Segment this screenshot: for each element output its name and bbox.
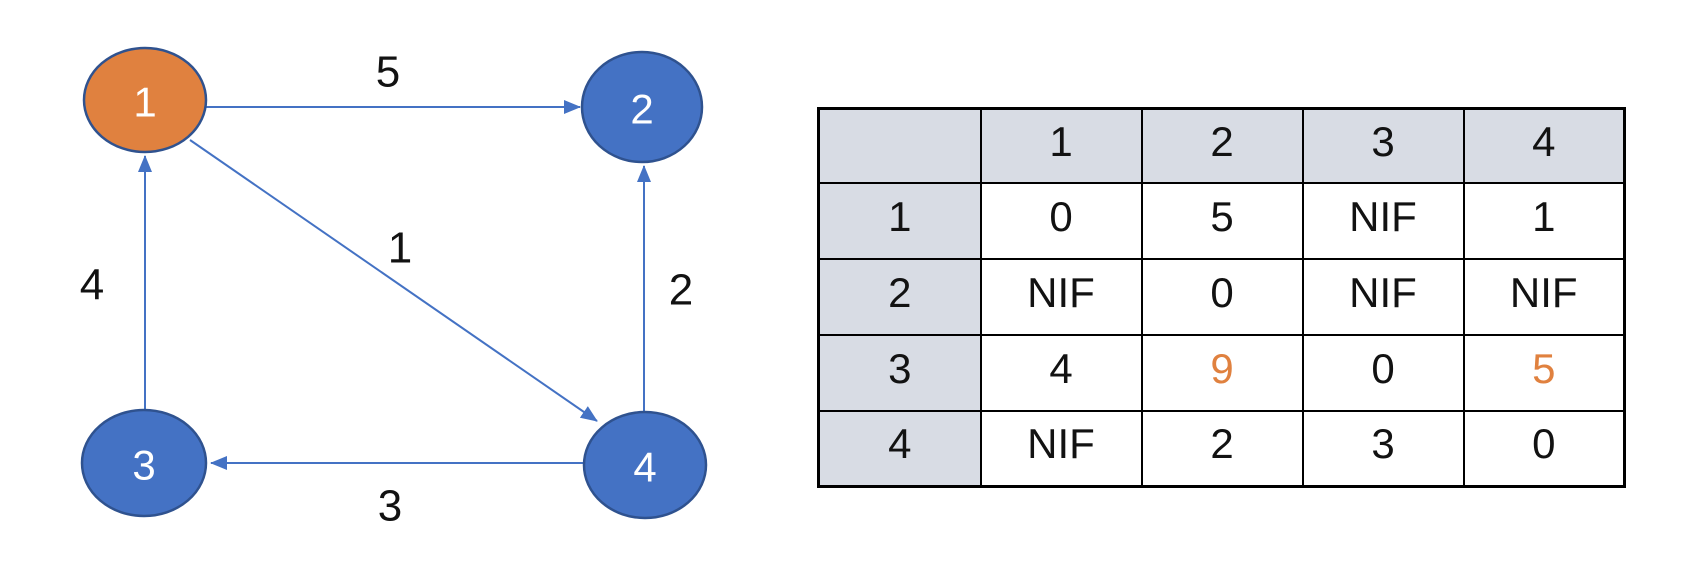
matrix-cell-2-2: 0 bbox=[1140, 257, 1304, 336]
matrix-col-header: 3 bbox=[1301, 107, 1465, 184]
edge-weight-4-2: 2 bbox=[669, 266, 693, 315]
matrix-cell-2-3: NIF bbox=[1301, 257, 1465, 336]
matrix-row-header: 1 bbox=[817, 181, 982, 260]
matrix-cell-3-3: 0 bbox=[1301, 333, 1465, 412]
graph-node-3 bbox=[80, 408, 208, 518]
graph-node-label-1: 1 bbox=[133, 79, 156, 126]
matrix-col-header: 4 bbox=[1462, 107, 1626, 184]
matrix-row-header: 4 bbox=[817, 409, 982, 488]
edge-weight-3-1: 4 bbox=[80, 261, 104, 310]
edge-weight-4-3: 3 bbox=[378, 482, 402, 531]
matrix-row-1: 1 0 5 NIF 1 bbox=[817, 181, 1626, 260]
graph-node-2 bbox=[580, 50, 704, 164]
graph-node-label-3: 3 bbox=[132, 442, 155, 489]
graph-canvas: 5 4 1 2 3 1 2 3 4 bbox=[80, 46, 708, 531]
matrix-cell-2-4: NIF bbox=[1462, 257, 1626, 336]
matrix-header-row: 1 2 3 4 bbox=[817, 107, 1626, 184]
matrix-row-4: 4 NIF 2 3 0 bbox=[817, 409, 1626, 488]
matrix-row-header: 2 bbox=[817, 257, 982, 336]
matrix-corner-cell bbox=[817, 107, 982, 184]
matrix-cell-4-4: 0 bbox=[1462, 409, 1626, 488]
matrix-cell-1-1: 0 bbox=[979, 181, 1143, 260]
matrix-cell-2-1: NIF bbox=[979, 257, 1143, 336]
graph-node-label-4: 4 bbox=[633, 444, 656, 491]
matrix-cell-1-2: 5 bbox=[1140, 181, 1304, 260]
matrix-cell-1-3: NIF bbox=[1301, 181, 1465, 260]
matrix-row-2: 2 NIF 0 NIF NIF bbox=[817, 257, 1626, 336]
matrix-cell-3-2: 9 bbox=[1140, 333, 1304, 412]
matrix-row-3: 3 4 9 0 5 bbox=[817, 333, 1626, 412]
graph-edge-1-4 bbox=[189, 139, 598, 422]
graph-node-label-2: 2 bbox=[630, 86, 653, 133]
adjacency-matrix-table: 1 2 3 4 1 0 5 NIF 1 2 NIF 0 NIF NIF 3 4 … bbox=[817, 107, 1626, 488]
matrix-cell-3-4: 5 bbox=[1462, 333, 1626, 412]
graph-node-4 bbox=[582, 410, 708, 520]
matrix-cell-3-1: 4 bbox=[979, 333, 1143, 412]
matrix-row-header: 3 bbox=[817, 333, 982, 412]
matrix-cell-4-3: 3 bbox=[1301, 409, 1465, 488]
matrix-cell-1-4: 1 bbox=[1462, 181, 1626, 260]
edge-weight-1-4: 1 bbox=[388, 224, 412, 273]
matrix-cell-4-1: NIF bbox=[979, 409, 1143, 488]
edge-weight-1-2: 5 bbox=[376, 48, 400, 97]
matrix-cell-4-2: 2 bbox=[1140, 409, 1304, 488]
matrix-col-header: 2 bbox=[1140, 107, 1304, 184]
graph-node-1 bbox=[82, 46, 208, 154]
matrix-col-header: 1 bbox=[979, 107, 1143, 184]
